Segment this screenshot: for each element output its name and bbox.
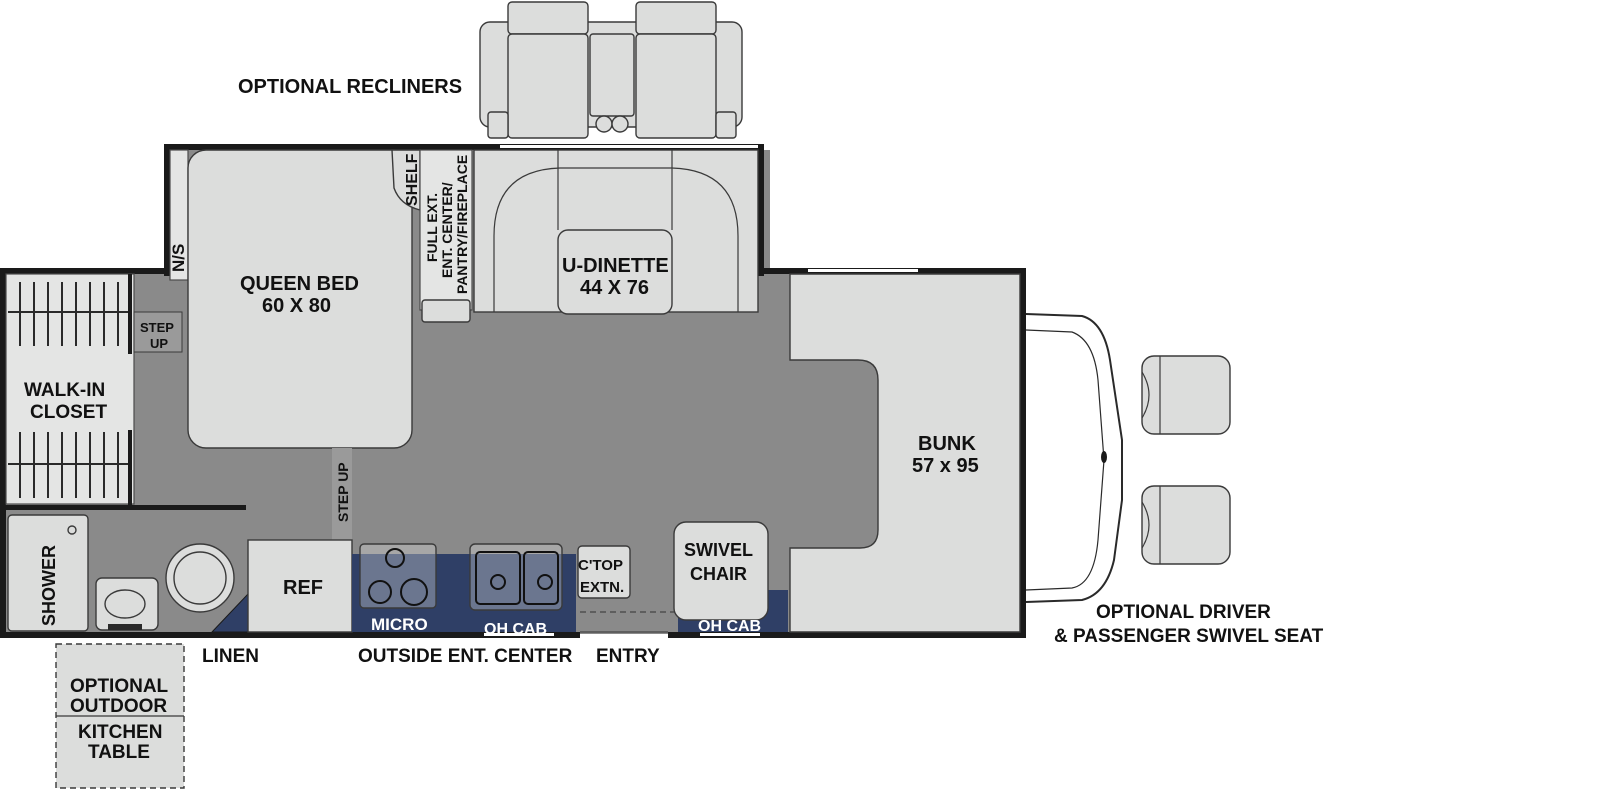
outdoor-label-1: OPTIONAL: [70, 676, 169, 697]
lavatory: [95, 577, 159, 631]
ctop-label-1: C'TOP: [578, 557, 623, 574]
driver-swivel-seat: [1141, 355, 1231, 435]
u-dinette-title: U-DINETTE: [562, 255, 669, 277]
cab-front: [1025, 313, 1123, 603]
shower: [7, 514, 89, 632]
outdoor-label-2: OUTDOOR: [70, 696, 167, 717]
refrigerator: [247, 539, 353, 633]
oh-cab-1-label: OH CAB: [484, 621, 547, 638]
ctop-label-2: EXTN.: [580, 579, 624, 596]
linen-label: LINEN: [202, 646, 259, 667]
pantry-label-3: PANTRY/FIREPLACE: [454, 155, 470, 294]
ref-label: REF: [283, 577, 323, 599]
step-up-top: [133, 311, 183, 353]
optional-recliners-label: OPTIONAL RECLINERS: [238, 76, 462, 98]
bunk-title: BUNK: [918, 433, 976, 455]
opt-driver-label-1: OPTIONAL DRIVER: [1096, 602, 1271, 623]
shelf-label: SHELF: [404, 153, 421, 206]
swivel-chair: [673, 521, 788, 632]
swivel-label-1: SWIVEL: [684, 540, 753, 560]
oh-cab-2-label: OH CAB: [698, 618, 761, 635]
passenger-swivel-seat: [1141, 485, 1231, 565]
u-dinette: [473, 149, 759, 315]
outdoor-label-4: TABLE: [88, 742, 150, 763]
swivel-label-2: CHAIR: [690, 564, 747, 584]
entry-label: ENTRY: [596, 646, 660, 667]
cab-over-bunk: [789, 273, 1021, 633]
queen-bed-title: QUEEN BED: [240, 273, 359, 295]
shower-label: SHOWER: [39, 545, 59, 626]
pantry-label-1: FULL EXT.: [424, 193, 440, 262]
pantry-label-2: ENT. CENTER/: [439, 182, 455, 278]
step-up-top-label-1: STEP: [140, 320, 174, 335]
walk-in-label-1: WALK-IN: [24, 380, 105, 401]
kitchen-sink: [452, 543, 576, 632]
outside-ent-label: OUTSIDE ENT. CENTER: [358, 646, 573, 667]
outdoor-label-3: KITCHEN: [78, 722, 162, 743]
walk-in-closet: [5, 273, 246, 510]
exterior-walls: [0, 144, 1026, 638]
step-up-top-label-2: UP: [150, 336, 168, 351]
toilet: [165, 543, 235, 613]
countertop-extension: [577, 545, 631, 599]
pantry-entertainment-center: [419, 149, 473, 323]
ns-label: N/S: [169, 244, 188, 272]
opt-driver-label-2: & PASSENGER SWIVEL SEAT: [1054, 626, 1324, 647]
optional-recliners: [479, 1, 743, 139]
walk-in-label-2: CLOSET: [30, 402, 107, 423]
bunk-size: 57 x 95: [912, 455, 979, 477]
microwave-stove: [352, 543, 452, 632]
outdoor-kitchen-table: [55, 643, 185, 789]
micro-label: MICRO: [371, 615, 428, 634]
queen-bed-size: 60 X 80: [262, 295, 331, 317]
u-dinette-size: 44 X 76: [580, 277, 649, 299]
entry-door: [580, 611, 678, 633]
step-up-side-label: STEP UP: [335, 462, 351, 522]
step-up-middle: [332, 448, 352, 540]
queen-bed: [187, 149, 413, 449]
